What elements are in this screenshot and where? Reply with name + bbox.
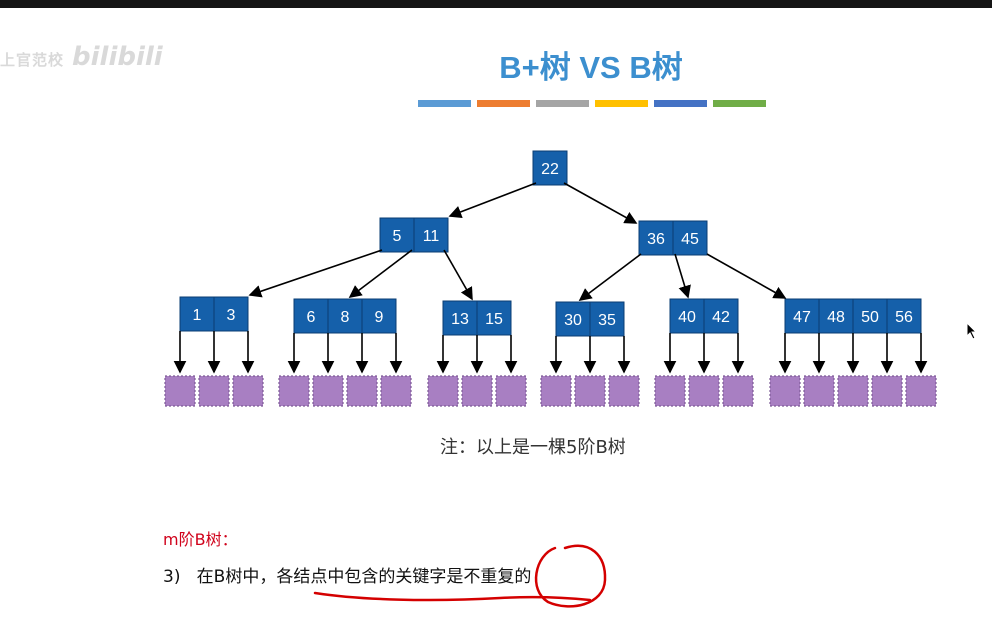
key-cell — [555, 301, 591, 337]
internal-node: 36 45 — [638, 220, 708, 256]
edge-arrow — [706, 253, 787, 299]
null-child-box — [905, 375, 937, 407]
key-label: 1 — [193, 307, 202, 324]
key-label: 8 — [341, 309, 350, 326]
key-cell — [669, 298, 705, 334]
definition-rule: 3) 在B树中，各结点中包含的关键字是不重复的 — [163, 567, 532, 587]
key-cell — [213, 296, 249, 332]
key-label: 13 — [451, 311, 469, 328]
key-cell — [886, 298, 922, 334]
null-child-box — [574, 375, 606, 407]
title-color-bars — [418, 100, 766, 107]
null-child-box — [871, 375, 903, 407]
null-child-box — [654, 375, 686, 407]
key-cell — [532, 150, 568, 186]
key-cell — [703, 298, 739, 334]
null-child-box — [164, 375, 196, 407]
key-label: 36 — [647, 231, 665, 248]
watermark: 上官范校 bilibili — [0, 42, 163, 72]
leaf-level-node: 6 8 9 — [293, 298, 397, 334]
key-cell — [442, 300, 478, 336]
key-cell — [327, 298, 363, 334]
leaf-level-node: 13 15 — [442, 300, 512, 336]
null-child-box — [278, 375, 310, 407]
null-child-box — [461, 375, 493, 407]
edge-arrow — [448, 182, 537, 218]
title-bar-5 — [713, 100, 766, 107]
leaf-level-node: 40 42 — [669, 298, 739, 334]
null-child-box — [608, 375, 640, 407]
key-cell — [638, 220, 674, 256]
key-label: 40 — [678, 309, 696, 326]
null-child-box — [722, 375, 754, 407]
watermark-text: 上官范校 — [0, 51, 65, 69]
key-cell — [361, 298, 397, 334]
null-child-box — [495, 375, 527, 407]
title-bar-3 — [595, 100, 648, 107]
null-child-box — [346, 375, 378, 407]
key-label: 3 — [227, 307, 236, 324]
handwritten-circle — [534, 544, 607, 608]
key-label: 48 — [827, 309, 845, 326]
internal-node: 5 11 — [379, 217, 449, 253]
key-cell — [672, 220, 708, 256]
handwritten-underline — [313, 591, 592, 602]
leaf-level-node: 30 35 — [555, 301, 625, 337]
key-cell — [476, 300, 512, 336]
bilibili-logo: bilibili — [72, 42, 163, 72]
null-child-box — [803, 375, 835, 407]
null-child-box — [427, 375, 459, 407]
key-cell — [179, 296, 215, 332]
key-cell — [379, 217, 415, 253]
edge-arrow — [674, 253, 691, 299]
key-cell — [784, 298, 820, 334]
null-child-box — [837, 375, 869, 407]
null-child-box — [312, 375, 344, 407]
key-label: 15 — [485, 311, 503, 328]
mouse-cursor-icon — [966, 322, 978, 340]
page-title: B+树 VS B树 — [499, 50, 683, 85]
edge-arrow — [248, 249, 383, 298]
key-label: 47 — [793, 309, 811, 326]
edge-arrow — [348, 249, 413, 298]
edge-arrow — [443, 249, 473, 301]
null-child-box — [232, 375, 264, 407]
definition-title: m阶B树： — [163, 530, 238, 549]
key-cell — [293, 298, 329, 334]
null-child-box — [198, 375, 230, 407]
title-bar-4 — [654, 100, 707, 107]
root-node: 22 — [532, 150, 568, 186]
key-label: 5 — [393, 228, 402, 245]
edge-arrow — [563, 182, 638, 224]
key-label: 45 — [681, 231, 699, 248]
key-label: 56 — [895, 309, 913, 326]
key-cell — [413, 217, 449, 253]
null-child-box — [540, 375, 572, 407]
top-bar — [0, 0, 992, 8]
key-label: 50 — [861, 309, 879, 326]
null-child-box — [769, 375, 801, 407]
title-bar-0 — [418, 100, 471, 107]
key-cell — [589, 301, 625, 337]
title-bar-1 — [477, 100, 530, 107]
key-label: 30 — [564, 312, 582, 329]
null-child-box — [688, 375, 720, 407]
key-cell — [852, 298, 888, 334]
edge-arrow — [578, 253, 642, 301]
null-child-box — [380, 375, 412, 407]
diagram-note: 注：以上是一棵5阶B树 — [440, 437, 626, 458]
key-label: 42 — [712, 309, 730, 326]
title-bar-2 — [536, 100, 589, 107]
key-label: 11 — [423, 228, 440, 245]
key-label: 6 — [307, 309, 316, 326]
key-cell — [818, 298, 854, 334]
key-label: 35 — [598, 312, 616, 329]
key-label: 9 — [375, 309, 384, 326]
key-label: 22 — [541, 161, 559, 178]
leaf-level-node: 47 48 50 56 — [784, 298, 922, 334]
